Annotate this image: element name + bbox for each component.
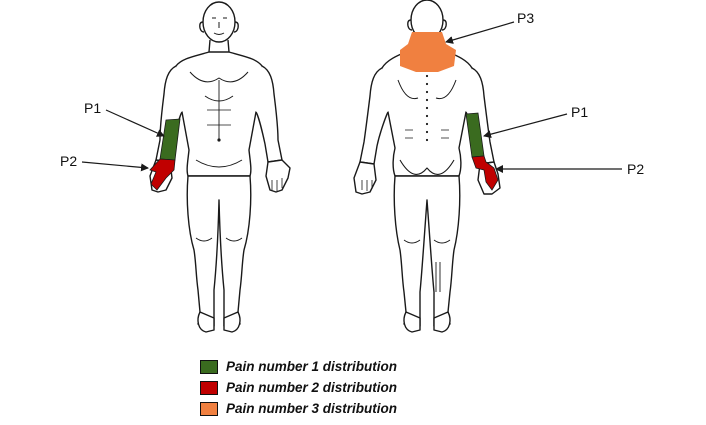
legend-item-pain-2: Pain number 2 distribution bbox=[200, 377, 397, 398]
legend-swatch-pain-3 bbox=[200, 401, 218, 416]
front-arm-right bbox=[255, 65, 283, 163]
legend-label-pain-3: Pain number 3 distribution bbox=[226, 401, 398, 416]
callout-back-p3: P3 bbox=[517, 10, 535, 26]
legend-label-pain-2: Pain number 2 distribution bbox=[226, 380, 398, 395]
arrow-back-p1 bbox=[483, 113, 568, 139]
callout-back-p2: P2 bbox=[627, 161, 645, 177]
legend: Pain number 1 distribution Pain number 2… bbox=[200, 356, 397, 419]
callout-front-p2: P2 bbox=[60, 153, 78, 169]
back-pain-zone-2 bbox=[471, 155, 499, 191]
legend-swatch-pain-1 bbox=[200, 359, 218, 374]
arrow-front-p2 bbox=[81, 161, 149, 172]
front-legs bbox=[186, 175, 252, 327]
body-diagram bbox=[81, 0, 622, 333]
arrow-front-p1 bbox=[105, 109, 165, 137]
legend-label-pain-1: Pain number 1 distribution bbox=[226, 359, 398, 374]
legend-item-pain-3: Pain number 3 distribution bbox=[200, 398, 397, 419]
back-legs bbox=[393, 175, 461, 327]
legend-item-pain-1: Pain number 1 distribution bbox=[200, 356, 397, 377]
back-arm-left bbox=[359, 67, 389, 165]
callout-front-p1: P1 bbox=[84, 100, 102, 116]
callout-back-p1: P1 bbox=[571, 104, 589, 120]
arrow-back-p3 bbox=[445, 21, 515, 44]
back-pain-zone-3 bbox=[400, 32, 456, 72]
legend-swatch-pain-2 bbox=[200, 380, 218, 395]
front-pain-zone-2 bbox=[149, 158, 176, 191]
